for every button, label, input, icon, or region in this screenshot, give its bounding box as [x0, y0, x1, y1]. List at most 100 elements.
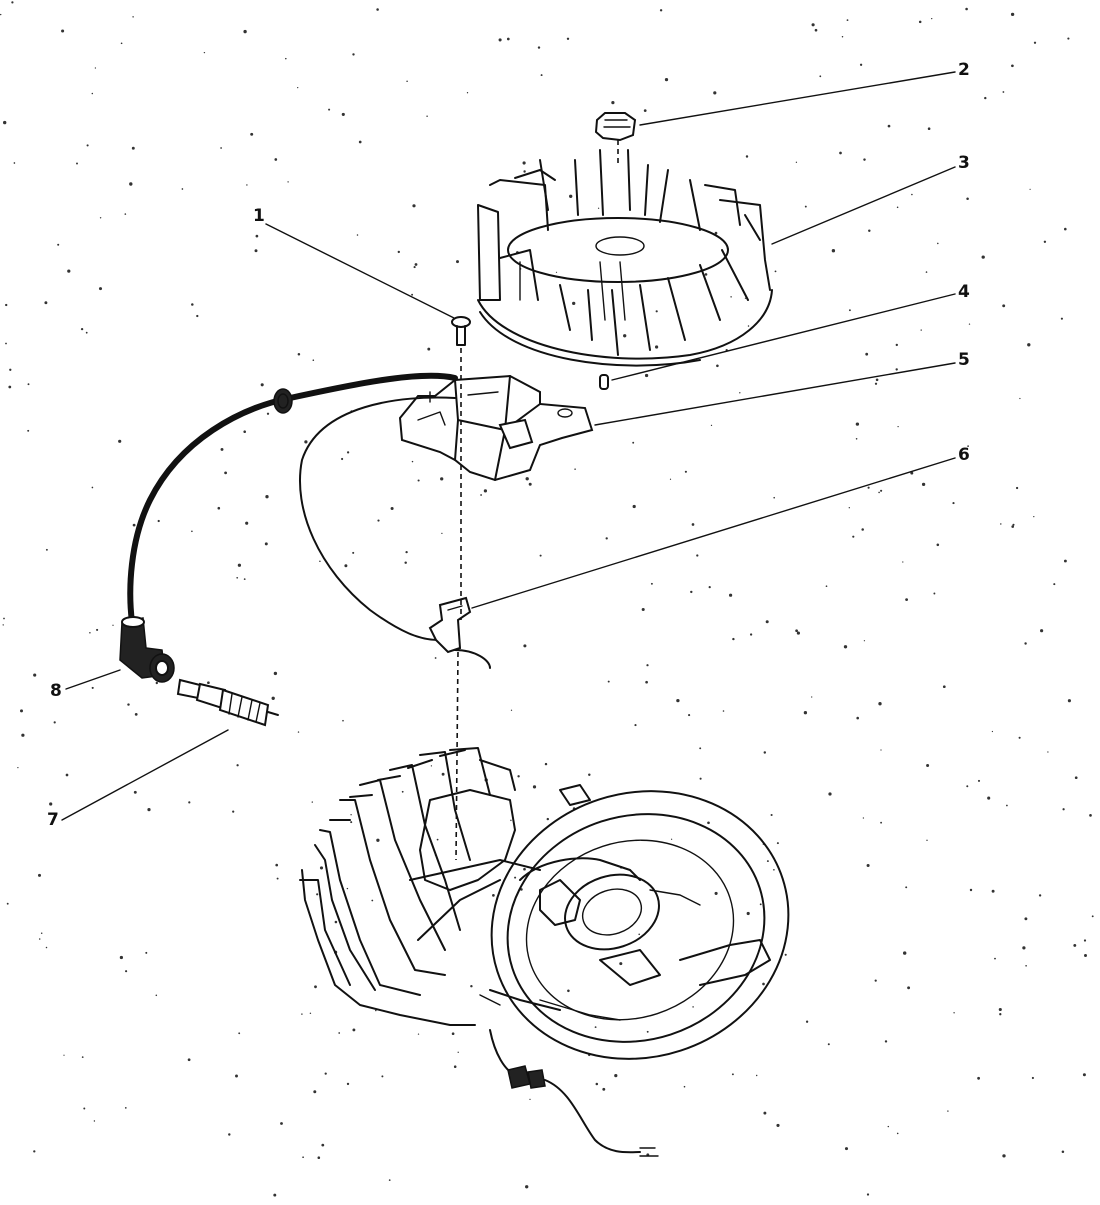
scan-speck	[880, 489, 883, 492]
scan-speck	[375, 1009, 377, 1012]
scan-speck	[273, 1193, 277, 1197]
scan-speck	[1029, 188, 1031, 190]
scan-speck	[27, 383, 30, 386]
scan-speck	[297, 352, 301, 356]
scan-speck	[766, 860, 769, 863]
scan-speck	[699, 777, 702, 780]
scan-speck	[157, 519, 160, 523]
scan-speck	[1089, 814, 1092, 817]
scan-speck	[13, 162, 16, 164]
scan-speck	[341, 457, 344, 461]
scan-speck	[696, 554, 699, 557]
scan-speck	[774, 270, 777, 273]
scan-speck	[91, 92, 94, 95]
scan-speck	[285, 57, 287, 60]
scan-speck	[405, 550, 408, 554]
scan-speck	[338, 1032, 341, 1034]
scan-speck	[155, 681, 158, 685]
scan-speck	[1022, 946, 1026, 950]
scan-speck	[704, 273, 708, 276]
scan-speck	[1047, 751, 1049, 753]
scan-speck	[76, 162, 78, 165]
scan-speck	[588, 773, 591, 776]
scan-speck	[611, 101, 615, 105]
scan-speck	[350, 821, 353, 824]
scan-speck	[692, 1006, 694, 1008]
scan-speck	[5, 342, 7, 345]
scan-speck	[3, 120, 7, 125]
scan-speck	[763, 751, 767, 754]
scan-speck	[265, 495, 269, 499]
scan-speck	[977, 779, 981, 782]
scan-speck	[866, 1193, 870, 1196]
scan-speck	[522, 161, 526, 165]
scan-speck	[120, 42, 123, 45]
scan-speck	[514, 876, 517, 879]
scan-speck	[297, 86, 299, 89]
scan-speck	[440, 477, 444, 481]
scan-speck	[566, 37, 570, 40]
callout-6-wire-clip: 6	[958, 445, 970, 465]
scan-speck	[784, 953, 787, 956]
scan-speck	[376, 838, 380, 842]
scan-speck	[967, 445, 969, 447]
scan-speck	[319, 866, 324, 870]
scan-speck	[804, 205, 807, 208]
scan-speck	[690, 590, 693, 594]
scan-speck	[1040, 629, 1044, 633]
scan-speck	[430, 765, 433, 767]
scan-speck	[119, 955, 124, 960]
scan-speck	[645, 680, 648, 684]
scan-speck	[91, 486, 94, 489]
scan-speck	[5, 303, 8, 307]
scan-speck	[714, 891, 718, 895]
scan-speck	[510, 709, 513, 711]
scan-speck	[641, 607, 645, 612]
scan-speck	[274, 158, 278, 161]
scan-speck	[235, 1074, 238, 1078]
scan-speck	[434, 657, 437, 659]
scan-speck	[965, 7, 968, 11]
scan-speck	[776, 1123, 780, 1127]
scan-speck	[57, 243, 60, 246]
scan-speck	[3, 617, 5, 620]
scan-speck	[302, 1156, 304, 1159]
scan-speck	[243, 430, 246, 433]
scan-speck	[688, 714, 691, 717]
scan-speck	[80, 327, 84, 331]
scan-speck	[453, 1065, 457, 1068]
scan-speck	[1067, 699, 1071, 703]
scan-speck	[714, 231, 718, 235]
scan-speck	[1018, 736, 1021, 739]
scan-speck	[388, 1179, 391, 1181]
scan-speck	[67, 269, 71, 273]
scan-speck	[466, 92, 469, 94]
scan-speck	[918, 20, 922, 24]
scan-speck	[250, 132, 254, 136]
scan-speck	[358, 140, 362, 144]
scan-speck	[991, 889, 995, 893]
scan-speck	[659, 9, 663, 12]
scan-speck	[220, 447, 224, 451]
scan-speck	[931, 17, 933, 20]
scan-speck	[861, 528, 864, 531]
scan-speck	[846, 19, 849, 21]
scan-speck	[555, 271, 558, 273]
scan-speck	[819, 75, 822, 78]
scan-speck	[483, 489, 488, 493]
scan-speck	[981, 255, 985, 259]
scan-speck	[1024, 917, 1028, 921]
callout-7-spark-plug: 7	[47, 810, 59, 830]
scan-speck	[89, 631, 91, 634]
leader-lines	[61, 71, 956, 821]
scan-speck	[619, 962, 623, 966]
scan-speck	[540, 74, 543, 77]
scan-speck	[1060, 317, 1063, 320]
scan-speck	[99, 217, 102, 219]
scan-speck	[607, 680, 610, 683]
scan-speck	[897, 425, 899, 428]
scan-speck	[905, 598, 908, 601]
scan-speck	[451, 1032, 455, 1036]
scan-speck	[730, 296, 732, 298]
scan-speck	[848, 507, 850, 509]
